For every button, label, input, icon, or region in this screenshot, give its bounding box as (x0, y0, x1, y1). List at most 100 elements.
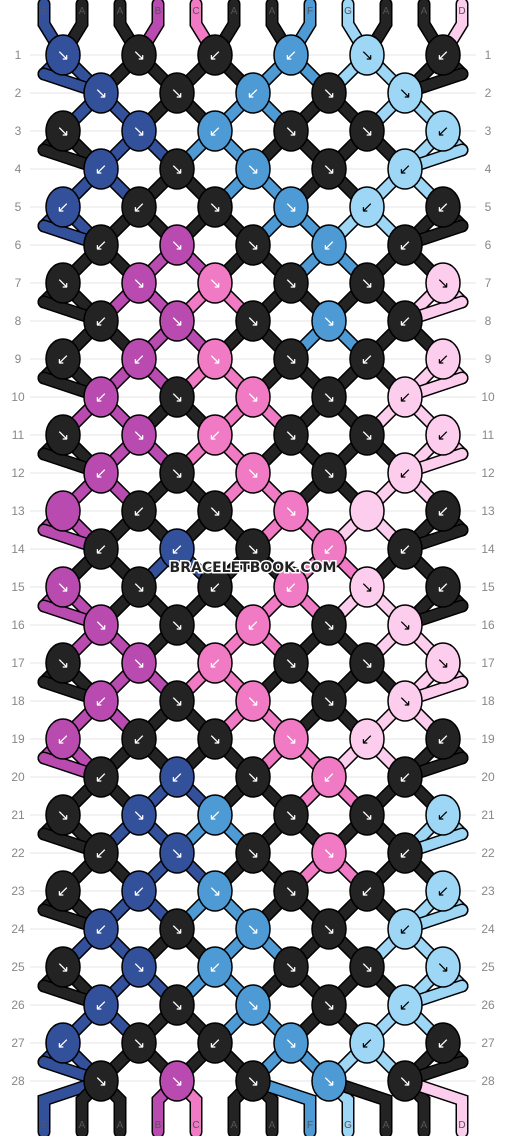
knot-direction-arrow: ↘ (399, 1072, 412, 1090)
knot-direction-arrow: ↘ (171, 464, 184, 482)
knot-direction-arrow: ↘ (171, 236, 184, 254)
row-number-left: 27 (11, 1036, 25, 1050)
knot-direction-arrow: ↘ (247, 920, 260, 938)
knot (159, 224, 195, 266)
knot-direction-arrow: ↘ (361, 426, 374, 444)
knot (121, 870, 157, 912)
knot-direction-arrow: ↙ (399, 768, 412, 786)
knot-direction-arrow: ↘ (247, 1072, 260, 1090)
knot-direction-arrow: ↙ (95, 312, 108, 330)
knot (387, 452, 423, 494)
row-number-left: 23 (11, 884, 25, 898)
knot-direction-arrow: ↙ (361, 730, 374, 748)
knot (387, 908, 423, 950)
knot-direction-arrow: ↘ (323, 160, 336, 178)
row-number-left: 16 (11, 618, 25, 632)
column-letter-bottom: A (383, 1120, 390, 1131)
knot (235, 680, 271, 722)
knot (387, 72, 423, 114)
knot-direction-arrow: ↙ (171, 540, 184, 558)
knot-direction-arrow: ↘ (133, 958, 146, 976)
knot (121, 338, 157, 380)
knot (273, 262, 309, 304)
knot-direction-arrow: ↙ (285, 578, 298, 596)
knot-direction-arrow: ↘ (57, 274, 70, 292)
knot-direction-arrow: ↘ (247, 312, 260, 330)
knot-direction-arrow: ↙ (95, 388, 108, 406)
row-number-left: 19 (11, 732, 25, 746)
knot-direction-arrow: ↘ (57, 122, 70, 140)
knot-direction-arrow: ↘ (133, 654, 146, 672)
knot-direction-arrow: ↘ (209, 730, 222, 748)
knot-direction-arrow: ↙ (361, 350, 374, 368)
knot (273, 642, 309, 684)
knot-direction-arrow: ↘ (95, 616, 108, 634)
row-number-right: 11 (482, 428, 495, 442)
knot-direction-arrow: ↘ (399, 84, 412, 102)
knot (349, 186, 385, 228)
knot (349, 642, 385, 684)
column-letter-top: C (192, 6, 199, 17)
knot-direction-arrow: ↙ (437, 426, 450, 444)
knot (425, 642, 461, 684)
knot-direction-arrow: ↘ (133, 1034, 146, 1052)
row-number-right: 28 (481, 1074, 495, 1088)
knot-direction-arrow: ↙ (399, 312, 412, 330)
knot (45, 414, 81, 456)
row-number-right: 3 (485, 124, 492, 138)
knot (311, 528, 347, 570)
row-number-left: 5 (15, 200, 22, 214)
row-number-left: 14 (11, 542, 25, 556)
knot-direction-arrow: ↙ (57, 882, 70, 900)
row-number-right: 6 (485, 238, 492, 252)
knot-direction-arrow: ↙ (437, 502, 450, 520)
row-number-left: 24 (11, 922, 25, 936)
knot-direction-arrow: ↙ (209, 958, 222, 976)
knot-direction-arrow: ↙ (399, 464, 412, 482)
row-number-right: 15 (481, 580, 495, 594)
knot-direction-arrow: ↘ (171, 996, 184, 1014)
knot (235, 908, 271, 950)
row-number-left: 20 (11, 770, 25, 784)
knot-direction-arrow: ↘ (171, 160, 184, 178)
knot (387, 528, 423, 570)
knot (83, 528, 119, 570)
knot-direction-arrow: ↙ (95, 768, 108, 786)
knot-direction-arrow: ↙ (209, 426, 222, 444)
knot-direction-arrow: ↙ (437, 578, 450, 596)
thread-end (248, 1076, 315, 1136)
knot-direction-arrow: ↘ (57, 654, 70, 672)
knot (197, 262, 233, 304)
thread-end (324, 1076, 391, 1136)
knot-direction-arrow: ↘ (285, 350, 298, 368)
knot-direction-arrow: ↙ (133, 350, 146, 368)
knot-direction-arrow: ↘ (323, 84, 336, 102)
column-letter-bottom: E (41, 1120, 48, 1131)
row-number-right: 24 (481, 922, 495, 936)
knot-direction-arrow: ↘ (285, 730, 298, 748)
knot (45, 870, 81, 912)
column-letter-top: E (41, 6, 48, 17)
knot (159, 528, 195, 570)
knot-direction-arrow: ↙ (437, 882, 450, 900)
column-letter-bottom: A (79, 1120, 86, 1131)
column-letter-top: A (231, 6, 238, 17)
knot (235, 300, 271, 342)
knot (235, 224, 271, 266)
knot (235, 148, 271, 190)
knot-direction-arrow: ↘ (285, 122, 298, 140)
knot-direction-arrow: ↘ (209, 502, 222, 520)
knot (197, 642, 233, 684)
knot (45, 490, 81, 532)
row-number-left: 22 (11, 846, 25, 860)
knot-direction-arrow: ↙ (209, 1034, 222, 1052)
knot-direction-arrow: ↙ (209, 578, 222, 596)
watermark: BRACELETBOOK.COM (170, 560, 337, 576)
knot (197, 414, 233, 456)
knot-direction-arrow: ↘ (57, 806, 70, 824)
knot-direction-arrow: ↙ (361, 1034, 374, 1052)
column-letter-top: A (269, 6, 276, 17)
knot-direction-arrow: ↘ (323, 616, 336, 634)
knot-direction-arrow: ↙ (323, 768, 336, 786)
knot-direction-arrow: ↘ (247, 236, 260, 254)
